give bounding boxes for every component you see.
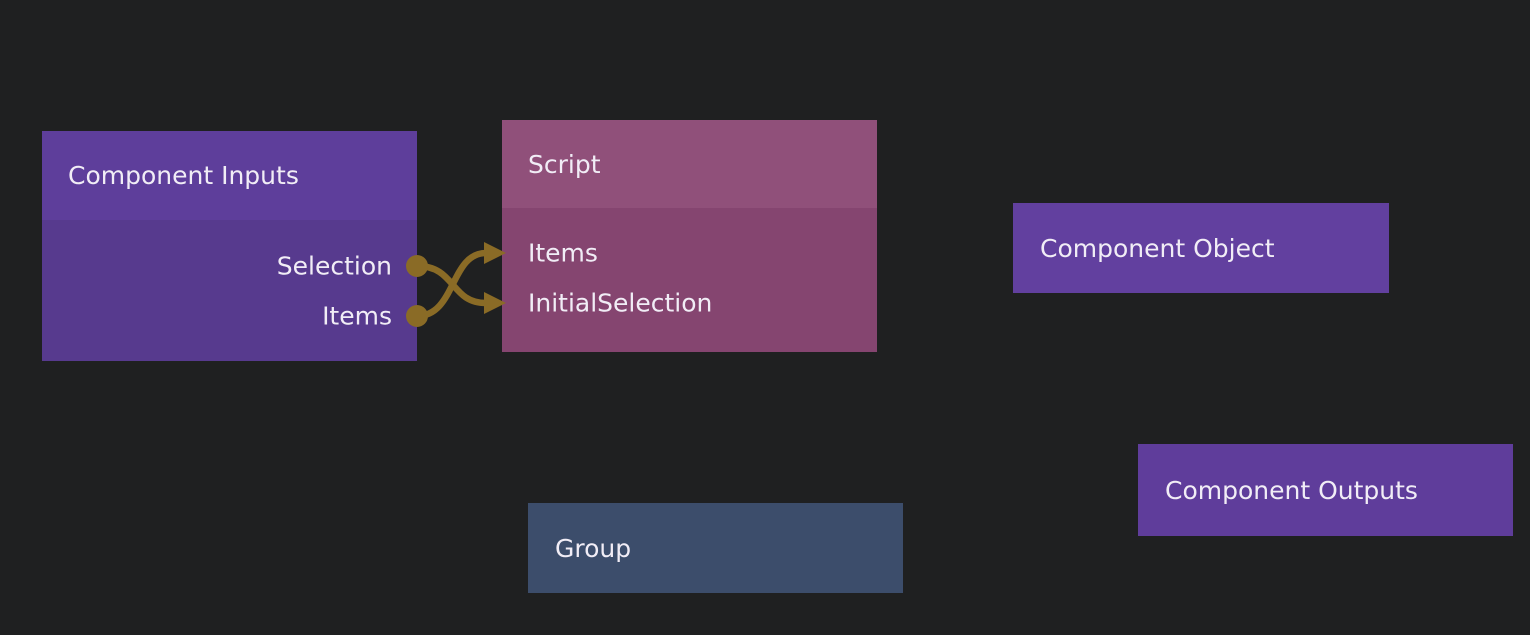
node-script-header: Script [502,120,877,208]
node-script[interactable]: Script Items InitialSelection [502,120,877,352]
port-dot-items[interactable] [406,305,428,327]
output-port-items[interactable]: Items [322,301,392,331]
output-port-selection[interactable]: Selection [276,251,392,281]
node-component-inputs-header: Component Inputs [42,131,417,220]
node-component-outputs-title: Component Outputs [1165,475,1418,505]
port-dot-selection[interactable] [406,255,428,277]
node-group[interactable]: Group [528,503,903,593]
input-port-initialselection[interactable]: InitialSelection [528,288,713,318]
node-component-outputs[interactable]: Component Outputs [1138,444,1513,536]
node-script-body: Items InitialSelection [502,208,877,352]
input-port-items[interactable]: Items [528,238,598,268]
node-script-title: Script [528,149,601,179]
wire-arrowhead-items [484,242,506,264]
wire-items-to-items[interactable] [413,249,490,320]
wire-arrowhead-initialselection [484,292,506,314]
node-component-object[interactable]: Component Object [1013,203,1389,293]
node-component-object-title: Component Object [1040,233,1275,263]
node-component-inputs[interactable]: Component Inputs Selection Items [42,131,417,361]
node-group-title: Group [555,533,632,563]
node-component-inputs-title: Component Inputs [68,161,299,190]
node-component-inputs-body: Selection Items [42,220,417,361]
